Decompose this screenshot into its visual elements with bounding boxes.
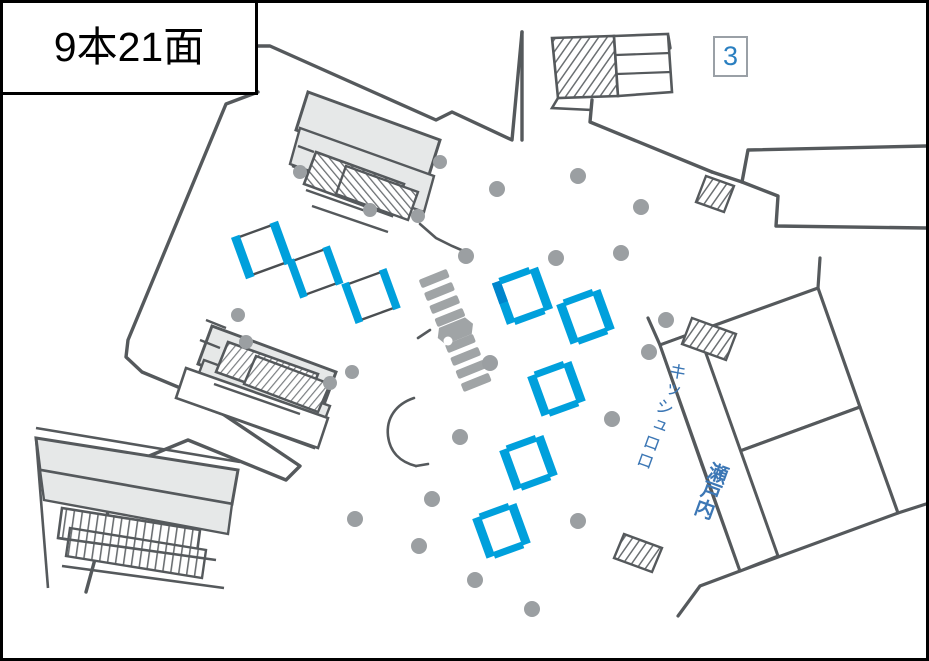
exit-number-text: 3 [722, 41, 739, 71]
concourse-inner-paths [386, 222, 468, 468]
table-unit [491, 266, 554, 325]
table-unit [499, 434, 558, 491]
table-unit [472, 502, 531, 559]
railing-hole [443, 336, 453, 346]
escalator-upper-left [288, 90, 447, 234]
stair-bottom-left [34, 426, 241, 590]
stair-right-upper [694, 174, 736, 214]
stair-right-lower [612, 532, 664, 574]
table-group [230, 220, 615, 559]
pillar-group [347, 168, 674, 617]
central-railing [419, 269, 492, 392]
title-plate: 9本21面 [0, 0, 258, 95]
table-unit [230, 220, 294, 280]
table-unit [556, 288, 615, 345]
stair-top-center [549, 32, 674, 112]
table-unit [527, 360, 586, 417]
title-text: 9本21面 [53, 24, 205, 70]
exit-number-marker: 3 [713, 36, 748, 77]
table-unit [341, 268, 401, 324]
escalator-mid-left [174, 308, 359, 450]
stair-right-mid [680, 316, 738, 362]
table-unit [286, 245, 344, 299]
right-building-extensions [646, 256, 928, 618]
concourse-outline [84, 30, 524, 594]
